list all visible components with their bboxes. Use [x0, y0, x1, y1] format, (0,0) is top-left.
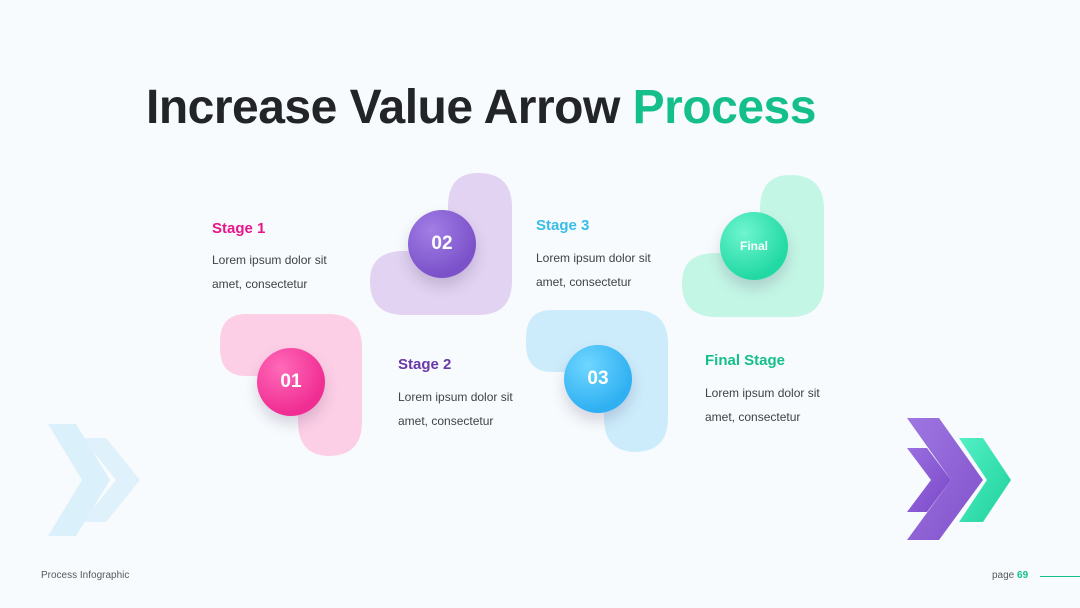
stage-2-description: Lorem ipsum dolor sit amet, consectetur: [398, 390, 513, 428]
stage-3-title: Stage 3: [536, 217, 590, 234]
stage-1-description: Lorem ipsum dolor sit amet, consectetur: [212, 253, 327, 291]
footer-label: Process Infographic: [41, 570, 130, 581]
title-accent: Process: [632, 81, 817, 134]
stage-2-number-circle: 02: [408, 210, 476, 278]
page-number: 69: [1017, 570, 1029, 581]
stage-2-shape: [370, 173, 512, 315]
page-label: page: [992, 570, 1015, 581]
page-indicator: page 69: [992, 570, 1028, 581]
double-chevron-right-icon: [48, 424, 140, 536]
stage-1-number-circle: 01: [257, 348, 325, 416]
stage-2-title: Stage 2: [398, 356, 452, 373]
final-stage-description: Lorem ipsum dolor sit amet, consectetur: [705, 386, 820, 424]
final-stage-number-circle: Final: [720, 212, 788, 280]
title-main: Increase Value Arrow: [146, 81, 620, 134]
stage-3-shape: [526, 310, 668, 452]
stage-1-title: Stage 1: [212, 220, 266, 237]
footer-divider: [1040, 576, 1080, 577]
stage-1-shape: [220, 314, 362, 456]
final-stage-title: Final Stage: [705, 352, 786, 369]
double-chevron-right-icon: [907, 418, 1011, 540]
stage-3-number-circle: 03: [564, 345, 632, 413]
stage-3-description: Lorem ipsum dolor sit amet, consectetur: [536, 251, 651, 289]
final-stage-shape: [682, 175, 824, 317]
page-title: Increase Value Arrow Process: [146, 78, 816, 138]
